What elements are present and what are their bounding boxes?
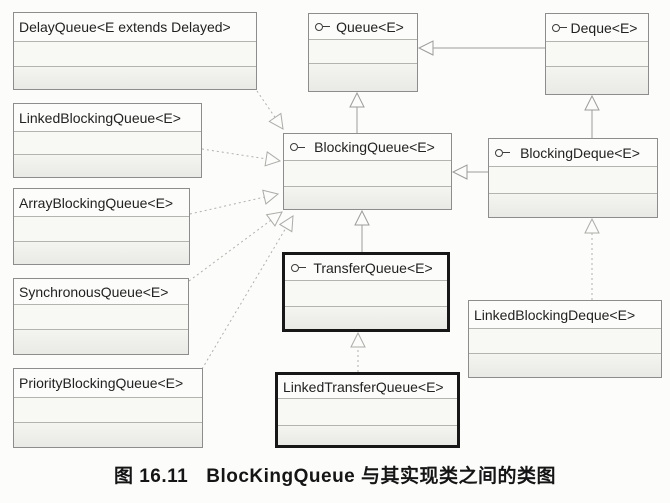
interface-lollipop-icon	[290, 143, 305, 151]
class-label: LinkedTransferQueue<E>	[283, 378, 444, 395]
interface-lollipop-icon	[495, 148, 510, 157]
class-synchronous-queue: SynchronousQueue<E>	[13, 278, 189, 355]
class-linked-transfer-queue: LinkedTransferQueue<E>	[275, 372, 460, 448]
methods-compartment	[546, 66, 648, 94]
class-title-queue: Queue<E>	[309, 14, 417, 39]
class-title-linked-blocking-deque: LinkedBlockingDeque<E>	[469, 301, 661, 328]
class-title-linked-transfer-queue: LinkedTransferQueue<E>	[278, 375, 457, 398]
relation-SynchronousQueue-to-BlockingQueue	[188, 211, 283, 282]
methods-compartment	[284, 186, 451, 209]
class-title-blocking-queue: BlockingQueue<E>	[284, 134, 451, 160]
class-title-priority-blocking-queue: PriorityBlockingQueue<E>	[14, 369, 202, 397]
class-label: Queue<E>	[336, 18, 404, 35]
fields-compartment	[14, 304, 188, 329]
class-label: Deque<E>	[570, 19, 638, 36]
class-title-deque: Deque<E>	[546, 14, 648, 41]
class-label: BlockingDeque<E>	[520, 144, 640, 161]
methods-compartment	[285, 306, 447, 329]
methods-compartment	[14, 329, 188, 354]
interface-lollipop-icon	[315, 22, 330, 31]
class-label: SynchronousQueue<E>	[19, 283, 169, 300]
class-label: LinkedBlockingQueue<E>	[19, 109, 181, 126]
fields-compartment	[278, 398, 457, 425]
class-priority-blocking-queue: PriorityBlockingQueue<E>	[13, 368, 203, 448]
class-deque: Deque<E>	[545, 13, 649, 95]
class-linked-blocking-queue: LinkedBlockingQueue<E>	[13, 103, 202, 178]
fields-compartment	[14, 131, 201, 154]
methods-compartment	[469, 353, 661, 377]
methods-compartment	[14, 154, 201, 177]
methods-compartment	[14, 66, 256, 89]
class-title-delay-queue: DelayQueue<E extends Delayed>	[14, 13, 256, 41]
class-blocking-queue: BlockingQueue<E>	[283, 133, 452, 210]
methods-compartment	[14, 422, 202, 447]
interface-lollipop-icon	[552, 23, 567, 32]
fields-compartment	[14, 41, 256, 66]
methods-compartment	[309, 63, 417, 91]
fields-compartment	[14, 397, 202, 422]
class-title-array-blocking-queue: ArrayBlockingQueue<E>	[14, 189, 189, 216]
methods-compartment	[489, 193, 657, 217]
class-title-linked-blocking-queue: LinkedBlockingQueue<E>	[14, 104, 201, 131]
class-title-blocking-deque: BlockingDeque<E>	[489, 139, 657, 166]
fields-compartment	[285, 280, 447, 306]
class-transfer-queue: TransferQueue<E>	[282, 252, 450, 332]
class-label: PriorityBlockingQueue<E>	[19, 375, 184, 391]
relation-LinkedBlockingQueue-to-BlockingQueue	[201, 148, 282, 167]
class-label: DelayQueue<E extends Delayed>	[19, 19, 231, 35]
methods-compartment	[14, 241, 189, 264]
methods-compartment	[278, 425, 457, 445]
class-label: TransferQueue<E>	[313, 259, 433, 276]
class-blocking-deque: BlockingDeque<E>	[488, 138, 658, 218]
class-label: LinkedBlockingDeque<E>	[474, 306, 636, 323]
class-label: BlockingQueue<E>	[314, 139, 435, 155]
class-title-synchronous-queue: SynchronousQueue<E>	[14, 279, 188, 304]
fields-compartment	[546, 41, 648, 66]
class-label: ArrayBlockingQueue<E>	[19, 194, 174, 211]
fields-compartment	[14, 216, 189, 241]
figure-caption-number: 图 16.11	[113, 466, 189, 487]
figure-caption: 图 16.11 BlocKingQueue 与其实现类之间的类图	[0, 461, 670, 488]
class-linked-blocking-deque: LinkedBlockingDeque<E>	[468, 300, 662, 378]
fields-compartment	[489, 166, 657, 193]
fields-compartment	[284, 160, 451, 186]
class-title-transfer-queue: TransferQueue<E>	[285, 255, 447, 280]
interface-lollipop-icon	[291, 263, 306, 272]
relation-ArrayBlockingQueue-to-BlockingQueue	[189, 189, 280, 215]
figure-caption-title: BlocKingQueue 与其实现类之间的类图	[206, 466, 557, 487]
class-array-blocking-queue: ArrayBlockingQueue<E>	[13, 188, 190, 265]
class-queue: Queue<E>	[308, 13, 418, 92]
class-delay-queue: DelayQueue<E extends Delayed>	[13, 12, 257, 90]
fields-compartment	[469, 328, 661, 353]
fields-compartment	[309, 39, 417, 63]
